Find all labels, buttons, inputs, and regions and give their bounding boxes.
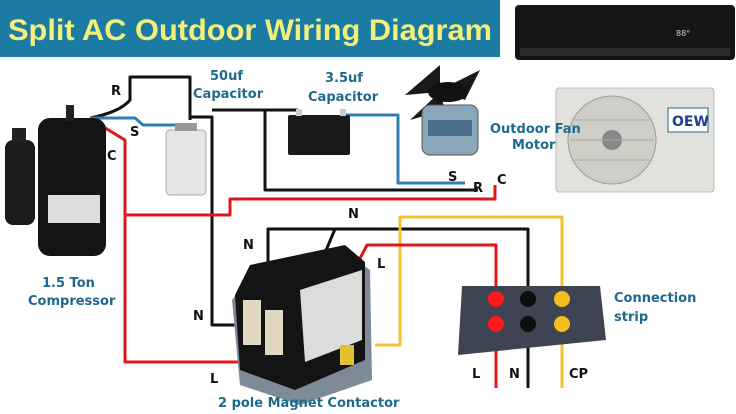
terminal-l-bottom: L [210, 372, 218, 387]
terminal-comp-c: C [107, 149, 117, 164]
terminal-l-right: L [377, 257, 385, 272]
capacitor-3-5uf-image [288, 109, 350, 155]
strip-terminal-n: N [509, 367, 520, 382]
contactor-image [232, 245, 372, 405]
compressor-label-1: 1.5 Ton [42, 276, 95, 291]
terminal-fan-c: C [497, 173, 507, 188]
fan-motor-label-2: Motor [512, 138, 556, 153]
strip-terminal-l: L [472, 367, 480, 382]
capacitor-35-label: Capacitor [308, 90, 379, 105]
compressor-image [5, 105, 106, 256]
strip-terminal-cp: CP [569, 367, 588, 382]
terminal-comp-s: S [130, 125, 139, 140]
strip-label-2: strip [614, 310, 648, 325]
page-title: Split AC Outdoor Wiring Diagram [8, 14, 492, 47]
terminal-n-side: N [193, 309, 204, 324]
capacitor-50-label: Capacitor [193, 87, 264, 102]
capacitor-50-value: 50uf [210, 69, 243, 84]
fan-motor-label-1: Outdoor Fan [490, 122, 581, 137]
terminal-comp-r: R [111, 84, 121, 99]
wire-black-fan [212, 108, 478, 192]
brand-badge: OEW [672, 114, 709, 130]
wire-blue-fan-s [345, 113, 465, 185]
capacitor-50uf-image [165, 123, 207, 196]
terminal-fan-s: S [448, 170, 457, 185]
indoor-unit-image: 88° [515, 5, 735, 60]
outdoor-unit-image: OEW [555, 87, 715, 193]
capacitor-35-value: 3.5uf [325, 71, 363, 86]
strip-label-1: Connection [614, 291, 696, 306]
connection-strip-image [458, 286, 606, 355]
title-banner [0, 0, 500, 57]
indoor-display-text: 88° [676, 29, 690, 38]
terminal-n-left: N [243, 238, 254, 253]
terminal-fan-r: R [473, 181, 483, 196]
wire-red-fan-c [125, 185, 497, 217]
wire-black-r [89, 75, 192, 120]
fan-motor-image [405, 65, 480, 156]
compressor-label-2: Compressor [28, 294, 116, 309]
wire-yellow-cp [375, 215, 564, 388]
wire-black-common [190, 115, 240, 327]
contactor-label: 2 pole Magnet Contactor [218, 396, 400, 411]
terminal-n-top: N [348, 207, 359, 222]
